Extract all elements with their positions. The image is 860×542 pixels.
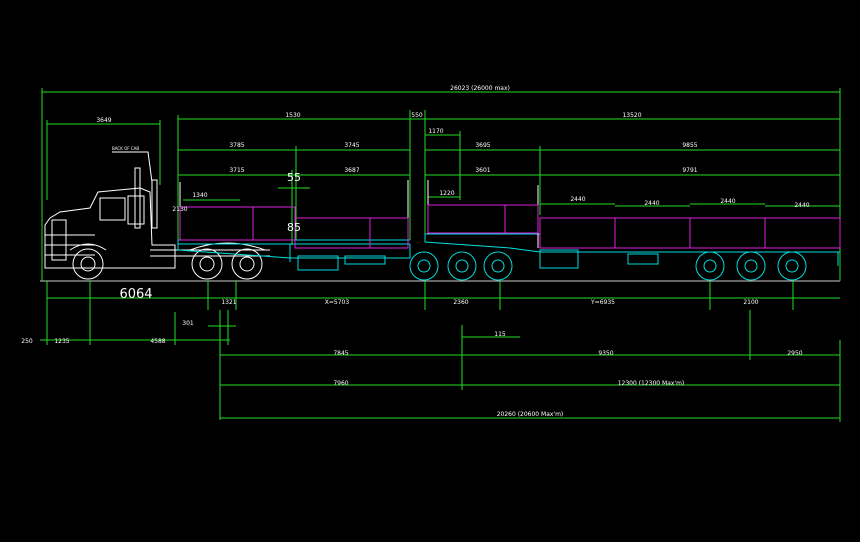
load-outline xyxy=(179,204,841,249)
overall-length-label: 26023 (26000 max) xyxy=(450,85,510,92)
d-115-label: 115 xyxy=(494,331,506,338)
back-of-cab-label: BACK OF CAB xyxy=(112,146,139,151)
sub-b-label: 3687 xyxy=(344,167,359,174)
cab-front-label: 3649 xyxy=(96,117,111,124)
d-250-label: 250 xyxy=(21,338,33,345)
d-2100-label: 2100 xyxy=(743,299,758,306)
d-1235-label: 1235 xyxy=(54,338,69,345)
sub-d-label: 9791 xyxy=(682,167,697,174)
d-2360-label: 2360 xyxy=(453,299,468,306)
stanchions xyxy=(179,180,539,248)
sub-a-label: 3715 xyxy=(229,167,244,174)
second-trailer-label: 13520 xyxy=(622,112,641,119)
d-1321-label: 1321 xyxy=(221,299,236,306)
trailers xyxy=(177,233,840,281)
front-deck-b-label: 3745 xyxy=(344,142,359,149)
front-deck-a-label: 3785 xyxy=(229,142,244,149)
prime-mover xyxy=(44,151,270,280)
dolly-a-label: 1170 xyxy=(428,128,443,135)
dim-1340-label: 1340 xyxy=(192,192,207,199)
x-dim-label: X=5703 xyxy=(325,299,350,306)
d-12300-label: 12300 (12300 Max'm) xyxy=(618,380,685,387)
height-55-label: 55 xyxy=(287,171,301,184)
dim-2130-label: 2130 xyxy=(172,206,187,213)
bay-2-label: 2440 xyxy=(644,200,659,207)
d-7960-label: 7960 xyxy=(333,380,348,387)
d-20260-label: 20260 (20600 Max'm) xyxy=(497,411,564,418)
bay-1-label: 2440 xyxy=(570,196,585,203)
d-7845-label: 7845 xyxy=(333,350,348,357)
dim-1220-label: 1220 xyxy=(439,190,454,197)
d-9350-label: 9350 xyxy=(598,350,613,357)
bay-4-label: 2440 xyxy=(794,202,809,209)
dolly-b-label: 3695 xyxy=(475,142,490,149)
rear-deck-label: 9855 xyxy=(682,142,697,149)
d-2950-label: 2950 xyxy=(787,350,802,357)
gap-label: 550 xyxy=(411,112,423,119)
d-4588-label: 4588 xyxy=(150,338,165,345)
first-trailer-label: 1530 xyxy=(285,112,300,119)
height-85-label: 85 xyxy=(287,221,301,234)
y-dim-label: Y=6935 xyxy=(590,299,615,306)
wheelbase-label: 6064 xyxy=(119,287,152,302)
d-301-label: 301 xyxy=(182,320,194,327)
bay-3-label: 2440 xyxy=(720,198,735,205)
dimension-lines xyxy=(40,88,841,422)
sub-c-label: 3601 xyxy=(475,167,490,174)
